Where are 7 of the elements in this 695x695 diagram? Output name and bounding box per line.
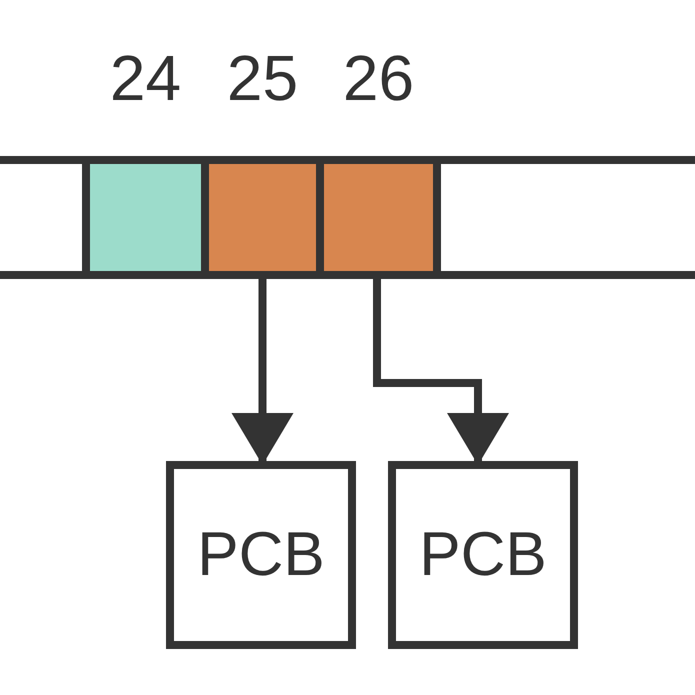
cell-number: 24 <box>108 46 182 110</box>
cell-number: 26 <box>342 46 416 110</box>
node-label: PCB <box>197 524 325 586</box>
pcb-box <box>166 461 356 649</box>
node-label: PCB <box>419 524 547 586</box>
pcb-box <box>388 461 578 649</box>
cell-number: 25 <box>226 46 300 110</box>
